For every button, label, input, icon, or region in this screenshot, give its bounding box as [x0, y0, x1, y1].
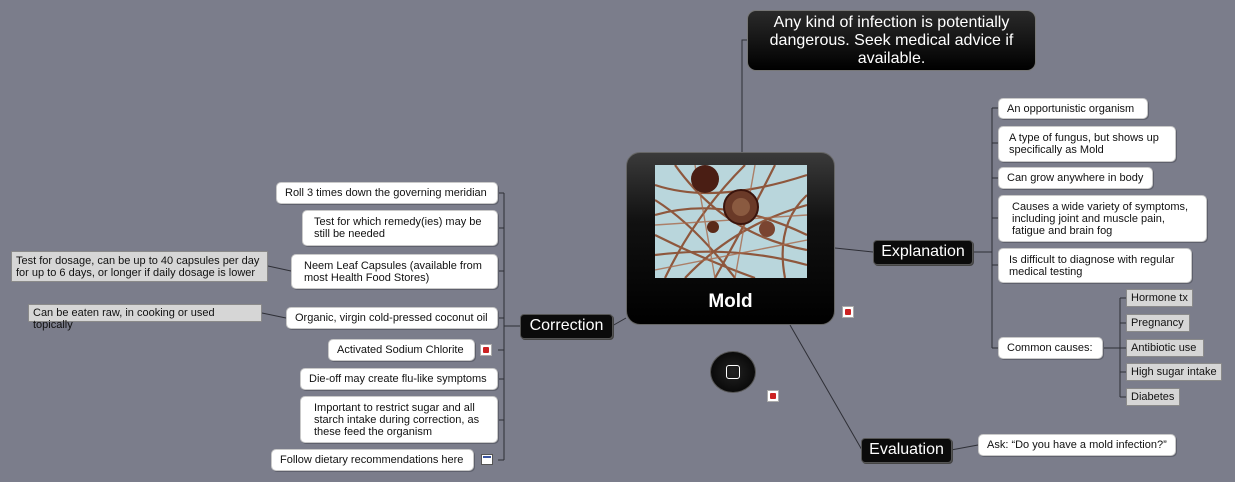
- correction-item[interactable]: Important to restrict sugar and all star…: [300, 396, 498, 443]
- correction-item[interactable]: Test for which remedy(ies) may be still …: [302, 210, 498, 246]
- explanation-item[interactable]: Causes a wide variety of symptoms, inclu…: [998, 195, 1207, 242]
- mold-micrograph-image: [655, 165, 807, 278]
- pdf-attachment-icon[interactable]: [767, 390, 779, 402]
- evaluation-item[interactable]: Ask: “Do you have a mold infection?”: [978, 434, 1176, 456]
- cause-item[interactable]: Diabetes: [1126, 388, 1180, 406]
- correction-item[interactable]: Roll 3 times down the governing meridian: [276, 182, 498, 204]
- central-title: Mold: [708, 291, 753, 312]
- square-icon: [726, 365, 740, 379]
- cause-item[interactable]: High sugar intake: [1126, 363, 1222, 381]
- explanation-item[interactable]: Can grow anywhere in body: [998, 167, 1153, 189]
- cause-item[interactable]: Hormone tx: [1126, 289, 1193, 307]
- correction-note[interactable]: Can be eaten raw, in cooking or used top…: [28, 304, 262, 331]
- correction-item[interactable]: Neem Leaf Capsules (available from most …: [291, 254, 498, 289]
- cause-item[interactable]: Pregnancy: [1126, 314, 1190, 332]
- spreadsheet-link-icon[interactable]: [481, 454, 493, 465]
- correction-item[interactable]: Follow dietary recommendations here: [271, 449, 474, 471]
- central-node[interactable]: Mold: [626, 152, 835, 325]
- explanation-item[interactable]: An opportunistic organism: [998, 98, 1148, 119]
- branch-evaluation[interactable]: Evaluation: [861, 438, 952, 463]
- correction-item[interactable]: Die-off may create flu-like symptoms: [300, 368, 498, 390]
- correction-note[interactable]: Test for dosage, can be up to 40 capsule…: [11, 251, 268, 282]
- branch-explanation[interactable]: Explanation: [873, 240, 973, 265]
- correction-item[interactable]: Organic, virgin cold-pressed coconut oil: [286, 307, 498, 329]
- correction-item[interactable]: Activated Sodium Chlorite: [328, 339, 475, 361]
- pdf-attachment-icon[interactable]: [842, 306, 854, 318]
- branch-correction[interactable]: Correction: [520, 314, 613, 339]
- warning-node[interactable]: Any kind of infection is potentially dan…: [747, 10, 1036, 71]
- explanation-item[interactable]: Is difficult to diagnose with regular me…: [998, 248, 1192, 283]
- cause-item[interactable]: Antibiotic use: [1126, 339, 1204, 357]
- floating-topic-node[interactable]: [710, 351, 756, 393]
- explanation-item-common-causes[interactable]: Common causes:: [998, 337, 1103, 359]
- pdf-attachment-icon[interactable]: [480, 344, 492, 356]
- explanation-item[interactable]: A type of fungus, but shows up specifica…: [998, 126, 1176, 162]
